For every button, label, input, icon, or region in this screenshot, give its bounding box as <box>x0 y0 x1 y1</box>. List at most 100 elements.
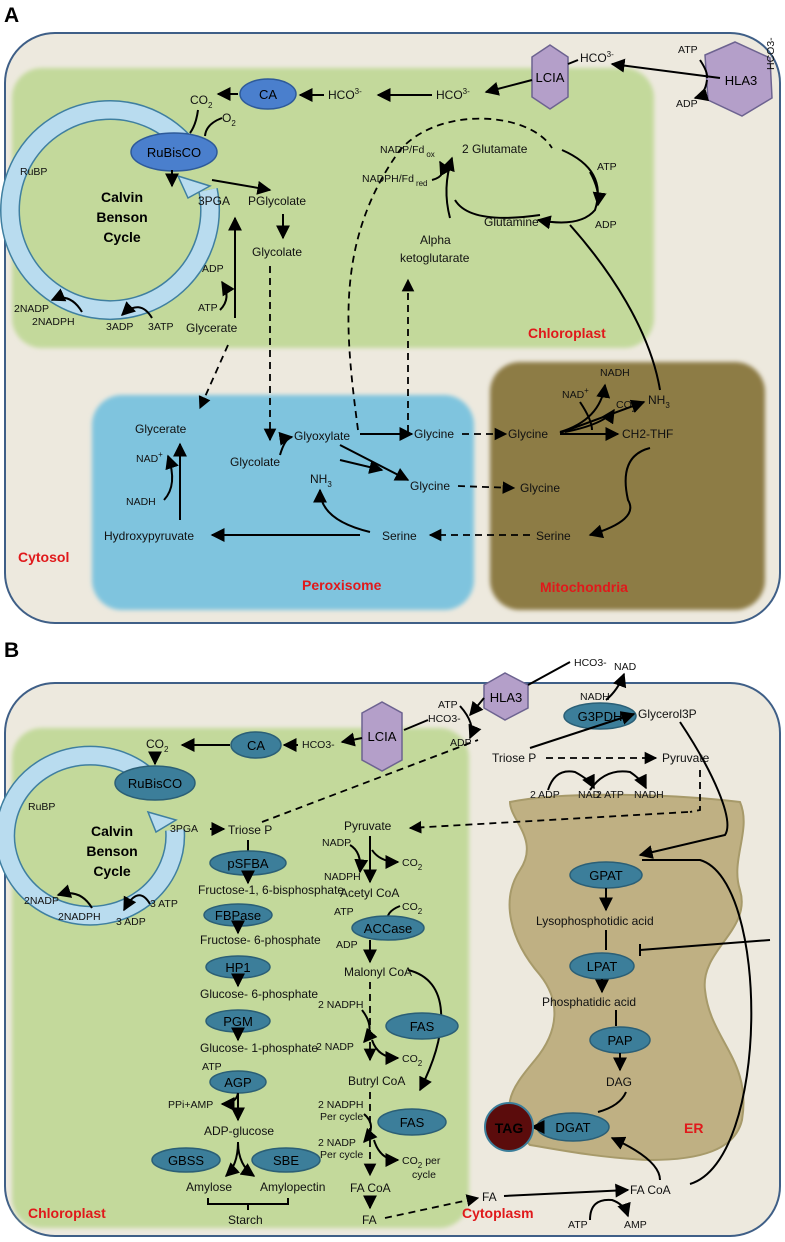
arrow-to-nh3-mit <box>559 399 646 434</box>
panel-b-letter: B <box>4 639 19 662</box>
malonyl-coa: Malonyl CoA <box>344 965 412 979</box>
panel-a-letter: A <box>4 4 19 27</box>
arrow-to-co2-fas1 <box>371 1039 400 1065</box>
dash-triose-to-cytosol <box>261 739 479 823</box>
nad-g3: NAD <box>614 661 637 673</box>
arrow-lcia-to-chl <box>484 79 533 96</box>
arrow-malonyl-to-fas2 <box>407 969 443 1092</box>
nadph-fas1: 2 NADPH <box>318 999 364 1011</box>
label-chloroplast-b: Chloroplast <box>28 1205 106 1221</box>
ketoglutarate-a: ketoglutarate <box>400 251 470 265</box>
nadp-fas1: 2 NADP <box>316 1041 354 1053</box>
nadph-fas2-b: Per cycle <box>320 1111 363 1123</box>
fa-chl: FA <box>362 1213 377 1227</box>
panel-a: A Chloroplast Peroxisome Mitochondria Cy… <box>0 4 781 624</box>
hco3-lcia-a: HCO3- <box>580 50 614 65</box>
pglycolate-a: PGlycolate <box>248 194 306 208</box>
label-chloroplast-a: Chloroplast <box>528 325 606 341</box>
serine-mit-a: Serine <box>536 529 571 543</box>
label-cytosol-a: Cytosol <box>18 549 69 565</box>
starch: Starch <box>228 1213 263 1227</box>
glycolate-chl-a: Glycolate <box>252 245 302 259</box>
accase-label: ACCase <box>364 921 412 936</box>
arrow-adp-hla3 <box>693 79 710 102</box>
glycerate-per-a: Glycerate <box>135 422 187 436</box>
dash-pyruvate-to-chl <box>408 811 689 834</box>
adp-hla3-b: ADP <box>450 737 472 749</box>
alpha-a: Alpha <box>420 233 451 247</box>
amylose: Amylose <box>186 1180 232 1194</box>
hydroxypyruvate-a: Hydroxypyruvate <box>104 529 194 543</box>
fa-coa-cyt: FA CoA <box>630 1183 671 1197</box>
3adp-b: 3 ADP <box>116 916 146 928</box>
3atp-b: 3 ATP <box>150 898 178 910</box>
co2-a: CO2 <box>190 93 213 110</box>
glycerol3p: Glycerol3P <box>638 707 697 721</box>
nadp-fas2-b: Per cycle <box>320 1149 363 1161</box>
nad-mit-a: NAD+ <box>562 386 589 401</box>
ca-enzyme-a <box>239 78 297 110</box>
gpat-label: GPAT <box>589 868 623 883</box>
co2-fas1: CO2 <box>402 1053 423 1068</box>
cycle-text-2-b: Benson <box>86 843 137 859</box>
sbe-enzyme <box>251 1147 321 1173</box>
glycine-per-1-a: Glycine <box>414 427 454 441</box>
adp-glucose: ADP-glucose <box>204 1124 274 1138</box>
adp-1-a: ADP <box>202 263 224 275</box>
hco3-out-a: HCO3- <box>765 37 777 70</box>
glutamine-a: Glutamine <box>484 215 539 229</box>
line-dag-dgat <box>597 1091 627 1113</box>
co2-pdh: CO2 <box>402 857 423 872</box>
g3pdh-enzyme <box>563 702 637 730</box>
cycle-text-1-b: Calvin <box>91 823 133 839</box>
hco3-chl-2-a: HCO3- <box>328 87 362 102</box>
nadh-gly: NADH <box>634 789 664 801</box>
arrow-glycolate-glyoxylate <box>278 431 294 456</box>
arrow-atp-amp <box>589 1198 631 1221</box>
arrow-facoa-dgat <box>610 1136 661 1181</box>
dash-fa-export <box>384 1194 480 1219</box>
glyoxylate-a: Glyoxylate <box>294 429 350 443</box>
cycle-text-2-a: Benson <box>96 209 147 225</box>
arrow-adp-atp <box>547 770 595 791</box>
o2-a: O2 <box>222 111 236 128</box>
rubp-a: RuBP <box>20 166 47 178</box>
2atp: 2 ATP <box>596 789 624 801</box>
cycle-text-1-a: Calvin <box>101 189 143 205</box>
3pga-a: 3PGA <box>198 194 230 208</box>
label-cytoplasm-b: Cytoplasm <box>462 1205 534 1221</box>
pyruvate-chl: Pyruvate <box>344 819 392 833</box>
dash-pyruvate-down <box>689 770 701 813</box>
line-hco3-lcia <box>567 59 579 65</box>
g1p: Glucose- 1-phosphate <box>200 1041 318 1055</box>
fa-coa-chl: FA CoA <box>350 1181 391 1195</box>
fbpase-label: FBPase <box>215 908 261 923</box>
arrow-serine-nh3 <box>313 488 371 533</box>
er-b <box>508 793 745 1162</box>
arrow-nadph-nadp-fas2 <box>363 1113 378 1144</box>
pa: Phosphatidic acid <box>542 995 636 1009</box>
acetyl-coa: Acetyl CoA <box>340 886 399 900</box>
bracket-starch <box>207 1198 289 1210</box>
arrow-lcia-hco3-b <box>340 732 363 747</box>
dag: DAG <box>606 1075 632 1089</box>
adp-acc: ADP <box>336 939 358 951</box>
arrow-nh3-glycine <box>339 459 384 474</box>
pgm-label: PGM <box>223 1014 253 1029</box>
line-facoa-to-gpat <box>642 859 753 1185</box>
cycle-text-3-b: Cycle <box>93 863 131 879</box>
arrow-atp-adp-b <box>123 894 151 912</box>
glycolate-per-a: Glycolate <box>230 455 280 469</box>
psfba-label: pSFBA <box>227 856 269 871</box>
nad-gly: NAD <box>578 789 601 801</box>
panel-b: B Chloroplast Cytoplasm ER Calvin Benson… <box>0 639 781 1237</box>
gbss-enzyme <box>151 1147 221 1173</box>
glycerate-chl-a: Glycerate <box>186 321 238 335</box>
lcia-transporter-a <box>531 44 569 110</box>
mitochondria-a <box>490 362 765 610</box>
rubisco-label-a: RuBisCO <box>147 145 201 160</box>
triose-p-cyt: Triose P <box>492 751 536 765</box>
hla3-label-a: HLA3 <box>725 73 758 88</box>
